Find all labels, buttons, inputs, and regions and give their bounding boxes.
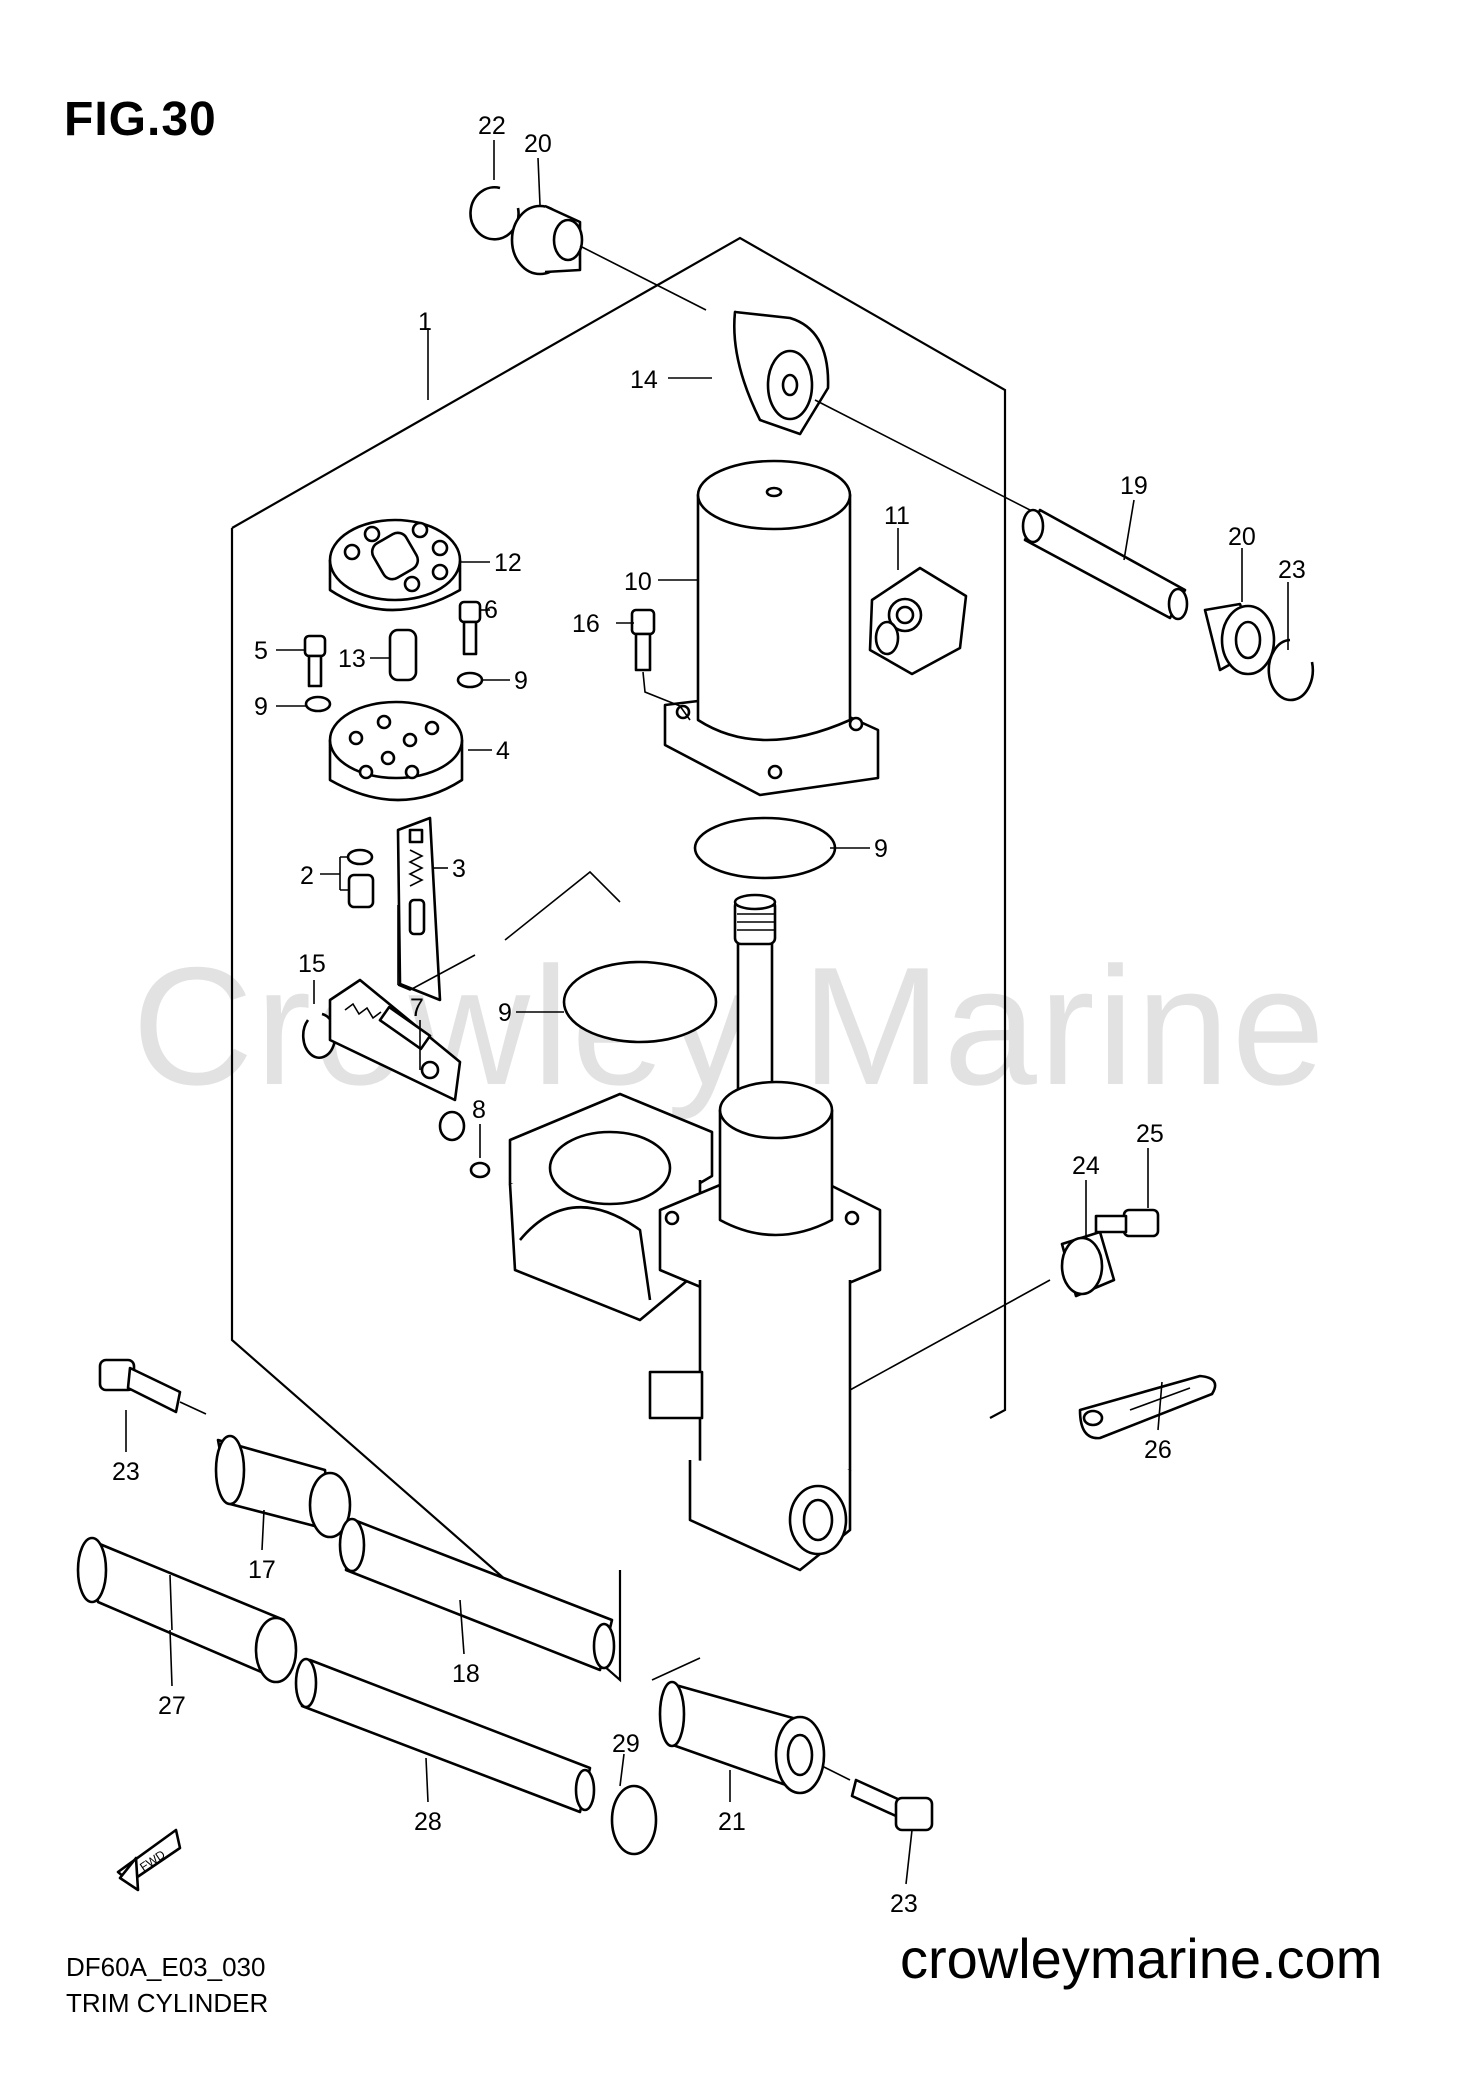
part-13-pin	[388, 628, 418, 682]
callout-20-right: 20	[1228, 523, 1256, 551]
diagram-code: DF60A_E03_030	[66, 1952, 266, 1982]
leader-lines	[125, 140, 1289, 1885]
callout-29: 29	[612, 1730, 640, 1758]
callout-8: 8	[472, 1096, 486, 1124]
part-10-motor	[663, 459, 880, 797]
part-24-spacer	[1060, 1230, 1116, 1298]
callout-labels: 22 20 1 14 19 20 23 11 10 16 12 5 6 13 9…	[112, 112, 1306, 1918]
part-26-strap	[1078, 1374, 1217, 1440]
part-17-collar	[214, 1434, 352, 1539]
callout-9-left: 9	[254, 693, 268, 721]
callout-6: 6	[484, 596, 498, 624]
callout-13: 13	[338, 645, 366, 673]
callout-11: 11	[884, 502, 910, 530]
callout-7: 7	[410, 994, 424, 1022]
callout-9-right: 9	[514, 667, 528, 695]
part-8-seal	[438, 1110, 466, 1142]
assembly-outline	[231, 236, 1007, 1419]
callout-23-right: 23	[890, 1890, 918, 1918]
callout-9-oring-upper: 9	[874, 835, 888, 863]
part-4-pump-body	[328, 700, 464, 802]
part-9-oring-large-upper	[693, 816, 837, 880]
part-11-fitting	[868, 566, 968, 676]
callout-14: 14	[630, 366, 658, 394]
callout-4: 4	[496, 737, 510, 765]
callout-15: 15	[298, 950, 326, 978]
callout-27: 27	[158, 1692, 186, 1720]
part-25-bolt	[1094, 1208, 1160, 1238]
part-20-bushing-right	[1203, 602, 1276, 676]
callout-17: 17	[248, 1556, 276, 1584]
callout-22-top: 22	[478, 112, 506, 140]
part-14-collar	[733, 310, 830, 436]
part-6-screw	[458, 600, 482, 656]
part-2-plug	[346, 848, 375, 909]
part-21-bushing	[658, 1680, 826, 1795]
part-7-valve	[328, 978, 462, 1102]
callout-5: 5	[254, 637, 268, 665]
diagram-name: TRIM CYLINDER	[66, 1988, 269, 2018]
figure-title: FIG.30	[64, 93, 217, 146]
callout-25: 25	[1136, 1120, 1164, 1148]
callout-1: 1	[418, 308, 432, 336]
website-label: crowleymarine.com	[900, 1927, 1383, 1990]
part-23-bolt-left	[98, 1358, 182, 1414]
part-9-oring-large-lower	[562, 960, 718, 1044]
fwd-arrow-icon: FWD	[116, 1828, 182, 1892]
part-22-circlip-right	[1267, 638, 1315, 702]
callout-9-oring-lower: 9	[498, 999, 512, 1027]
part-23-bolt-right	[850, 1778, 934, 1832]
part-8-oring	[469, 1161, 491, 1179]
callout-28: 28	[414, 1808, 442, 1836]
trim-cylinder-barrel	[648, 1080, 882, 1572]
part-5-screw	[303, 634, 327, 688]
callout-24: 24	[1072, 1152, 1100, 1180]
part-19-pin	[1021, 508, 1189, 621]
part-18-pin	[338, 1517, 616, 1672]
part-9-oring-right	[456, 671, 484, 689]
part-28-pin	[294, 1657, 596, 1814]
callout-22-right: 23	[1278, 556, 1306, 584]
part-9-oring-left	[304, 695, 332, 713]
part-12-pump-cap	[328, 518, 462, 612]
part-29-washer	[610, 1784, 658, 1856]
callout-16: 16	[572, 610, 600, 638]
part-20-bushing-top	[510, 204, 584, 276]
part-27-sleeve	[76, 1536, 298, 1684]
part-3-valve	[396, 816, 442, 1002]
callout-19: 19	[1120, 472, 1148, 500]
assembly-outline-bottom	[230, 528, 622, 1683]
callout-21: 21	[718, 1808, 746, 1836]
callout-3: 3	[452, 855, 466, 883]
callout-10: 10	[624, 568, 652, 596]
callout-18: 18	[452, 1660, 480, 1688]
callout-20-top: 20	[524, 130, 552, 158]
callout-12: 12	[494, 549, 522, 577]
part-22-circlip-top	[469, 186, 520, 241]
callout-23-left: 23	[112, 1458, 140, 1486]
callout-2: 2	[300, 862, 314, 890]
part-16-screw	[630, 608, 691, 721]
callout-26: 26	[1144, 1436, 1172, 1464]
